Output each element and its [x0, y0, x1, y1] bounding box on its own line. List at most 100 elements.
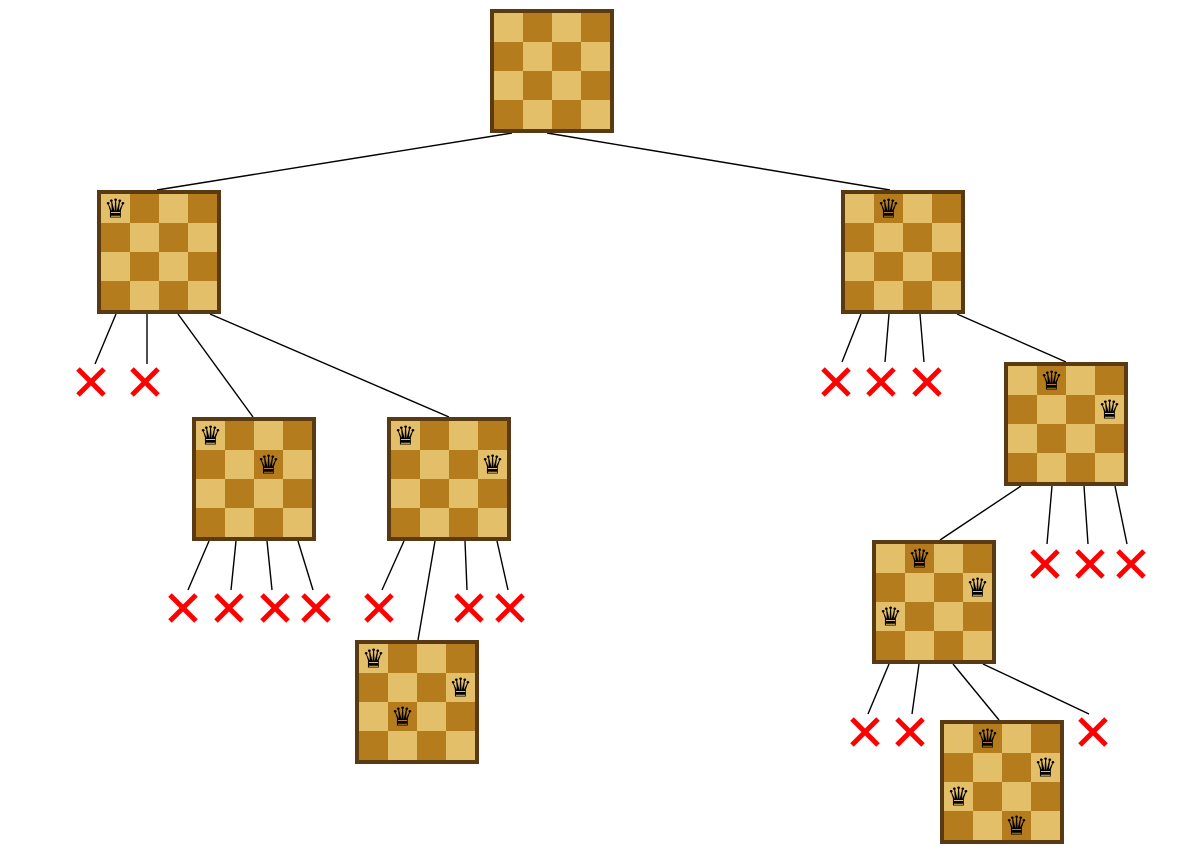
light-square [478, 508, 507, 537]
dark-square [903, 281, 932, 310]
dead-end-cross-icon [495, 593, 525, 623]
light-square [905, 631, 934, 660]
dark-square [417, 673, 446, 702]
board-q1-col1-q2-col4: ♛♛ [387, 417, 511, 541]
queen-icon: ♛ [1040, 367, 1063, 397]
light-square [159, 194, 188, 223]
dark-square [963, 602, 992, 631]
dark-square [101, 281, 130, 310]
dark-square [876, 631, 905, 660]
queen-icon: ♛ [257, 451, 280, 481]
light-square [944, 724, 973, 753]
dark-square [523, 13, 552, 42]
light-square [254, 421, 283, 450]
dead-end-cross-icon [821, 367, 851, 397]
dark-square [581, 13, 610, 42]
light-square [905, 573, 934, 602]
light-square [359, 702, 388, 731]
dark-square [494, 42, 523, 71]
dark-square [944, 753, 973, 782]
light-square [130, 223, 159, 252]
dead-end-cross-icon [76, 367, 106, 397]
dark-square [1008, 453, 1037, 482]
light-square [845, 252, 874, 281]
light-square [359, 644, 388, 673]
dark-square [1031, 724, 1060, 753]
dark-square [552, 42, 581, 71]
light-square [932, 223, 961, 252]
dark-square [420, 421, 449, 450]
light-square [1037, 395, 1066, 424]
board-q1-col1-q2-col3: ♛♛ [192, 417, 316, 541]
light-square [932, 281, 961, 310]
dark-square [391, 450, 420, 479]
dark-square [359, 731, 388, 760]
light-square [283, 508, 312, 537]
board-q1-col1-q2-col4-q3-col2: ♛♛♛ [355, 640, 479, 764]
light-square [494, 71, 523, 100]
dark-square [1066, 395, 1095, 424]
tree-edge [156, 132, 513, 191]
dead-end-cross-icon [454, 593, 484, 623]
dark-square [903, 223, 932, 252]
light-square [388, 673, 417, 702]
dark-square [420, 479, 449, 508]
dark-square [188, 252, 217, 281]
dead-end-cross-icon [912, 367, 942, 397]
dark-square [159, 223, 188, 252]
light-square [876, 544, 905, 573]
light-square [552, 71, 581, 100]
dark-square [581, 71, 610, 100]
dark-square [196, 508, 225, 537]
queen-icon: ♛ [481, 451, 504, 481]
dead-end-cross-icon [866, 367, 896, 397]
light-square [973, 753, 1002, 782]
dark-square [478, 479, 507, 508]
dead-end-edge [867, 663, 890, 715]
dark-square [225, 421, 254, 450]
queen-icon: ♛ [199, 422, 222, 452]
light-square [446, 673, 475, 702]
dead-end-cross-icon [168, 593, 198, 623]
dark-square [1037, 424, 1066, 453]
dark-square [446, 644, 475, 673]
dead-end-edge [1114, 485, 1128, 545]
light-square [494, 13, 523, 42]
light-square [225, 450, 254, 479]
dead-end-cross-icon [1030, 549, 1060, 579]
dark-square [254, 450, 283, 479]
dead-end-edge [230, 540, 237, 591]
dead-end-edge [982, 663, 1090, 715]
dead-end-cross-icon [260, 593, 290, 623]
dead-end-edge [884, 313, 890, 363]
dark-square [1002, 811, 1031, 840]
dark-square [478, 421, 507, 450]
tree-boards: ♛♛♛♛♛♛♛♛♛♛♛♛♛♛♛♛♛♛ [97, 9, 1128, 844]
queen-icon: ♛ [1034, 754, 1057, 784]
light-square [963, 573, 992, 602]
dark-square [932, 252, 961, 281]
light-square [449, 421, 478, 450]
dark-square [159, 281, 188, 310]
tree-edge [939, 485, 1022, 541]
dead-end-edge [1083, 485, 1089, 545]
dark-square [196, 450, 225, 479]
light-square [876, 602, 905, 631]
dark-square [905, 544, 934, 573]
queen-icon: ♛ [908, 545, 931, 575]
dark-square [1037, 366, 1066, 395]
dark-square [905, 602, 934, 631]
queen-icon: ♛ [104, 195, 127, 225]
dark-square [1095, 424, 1124, 453]
board-q1-col2-q2-col4-q3-col1: ♛♛♛ [872, 540, 996, 664]
light-square [196, 479, 225, 508]
light-square [391, 421, 420, 450]
dark-square [874, 194, 903, 223]
tree-edge [209, 313, 450, 418]
dark-square [1031, 782, 1060, 811]
light-square [388, 731, 417, 760]
light-square [552, 13, 581, 42]
light-square [581, 100, 610, 129]
